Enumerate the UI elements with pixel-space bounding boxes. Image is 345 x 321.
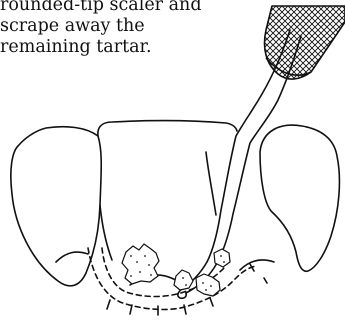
scaler-tip [178, 289, 186, 298]
tartar-deposit-center [174, 270, 193, 290]
tartar-deposit-right [196, 274, 220, 296]
tartar-deposit-left [122, 244, 159, 284]
gum-line [56, 252, 274, 287]
middle-tooth-outline [100, 152, 216, 260]
right-tooth [260, 125, 339, 271]
middle-tooth [98, 121, 237, 136]
tartar-deposit-upper [214, 249, 230, 267]
